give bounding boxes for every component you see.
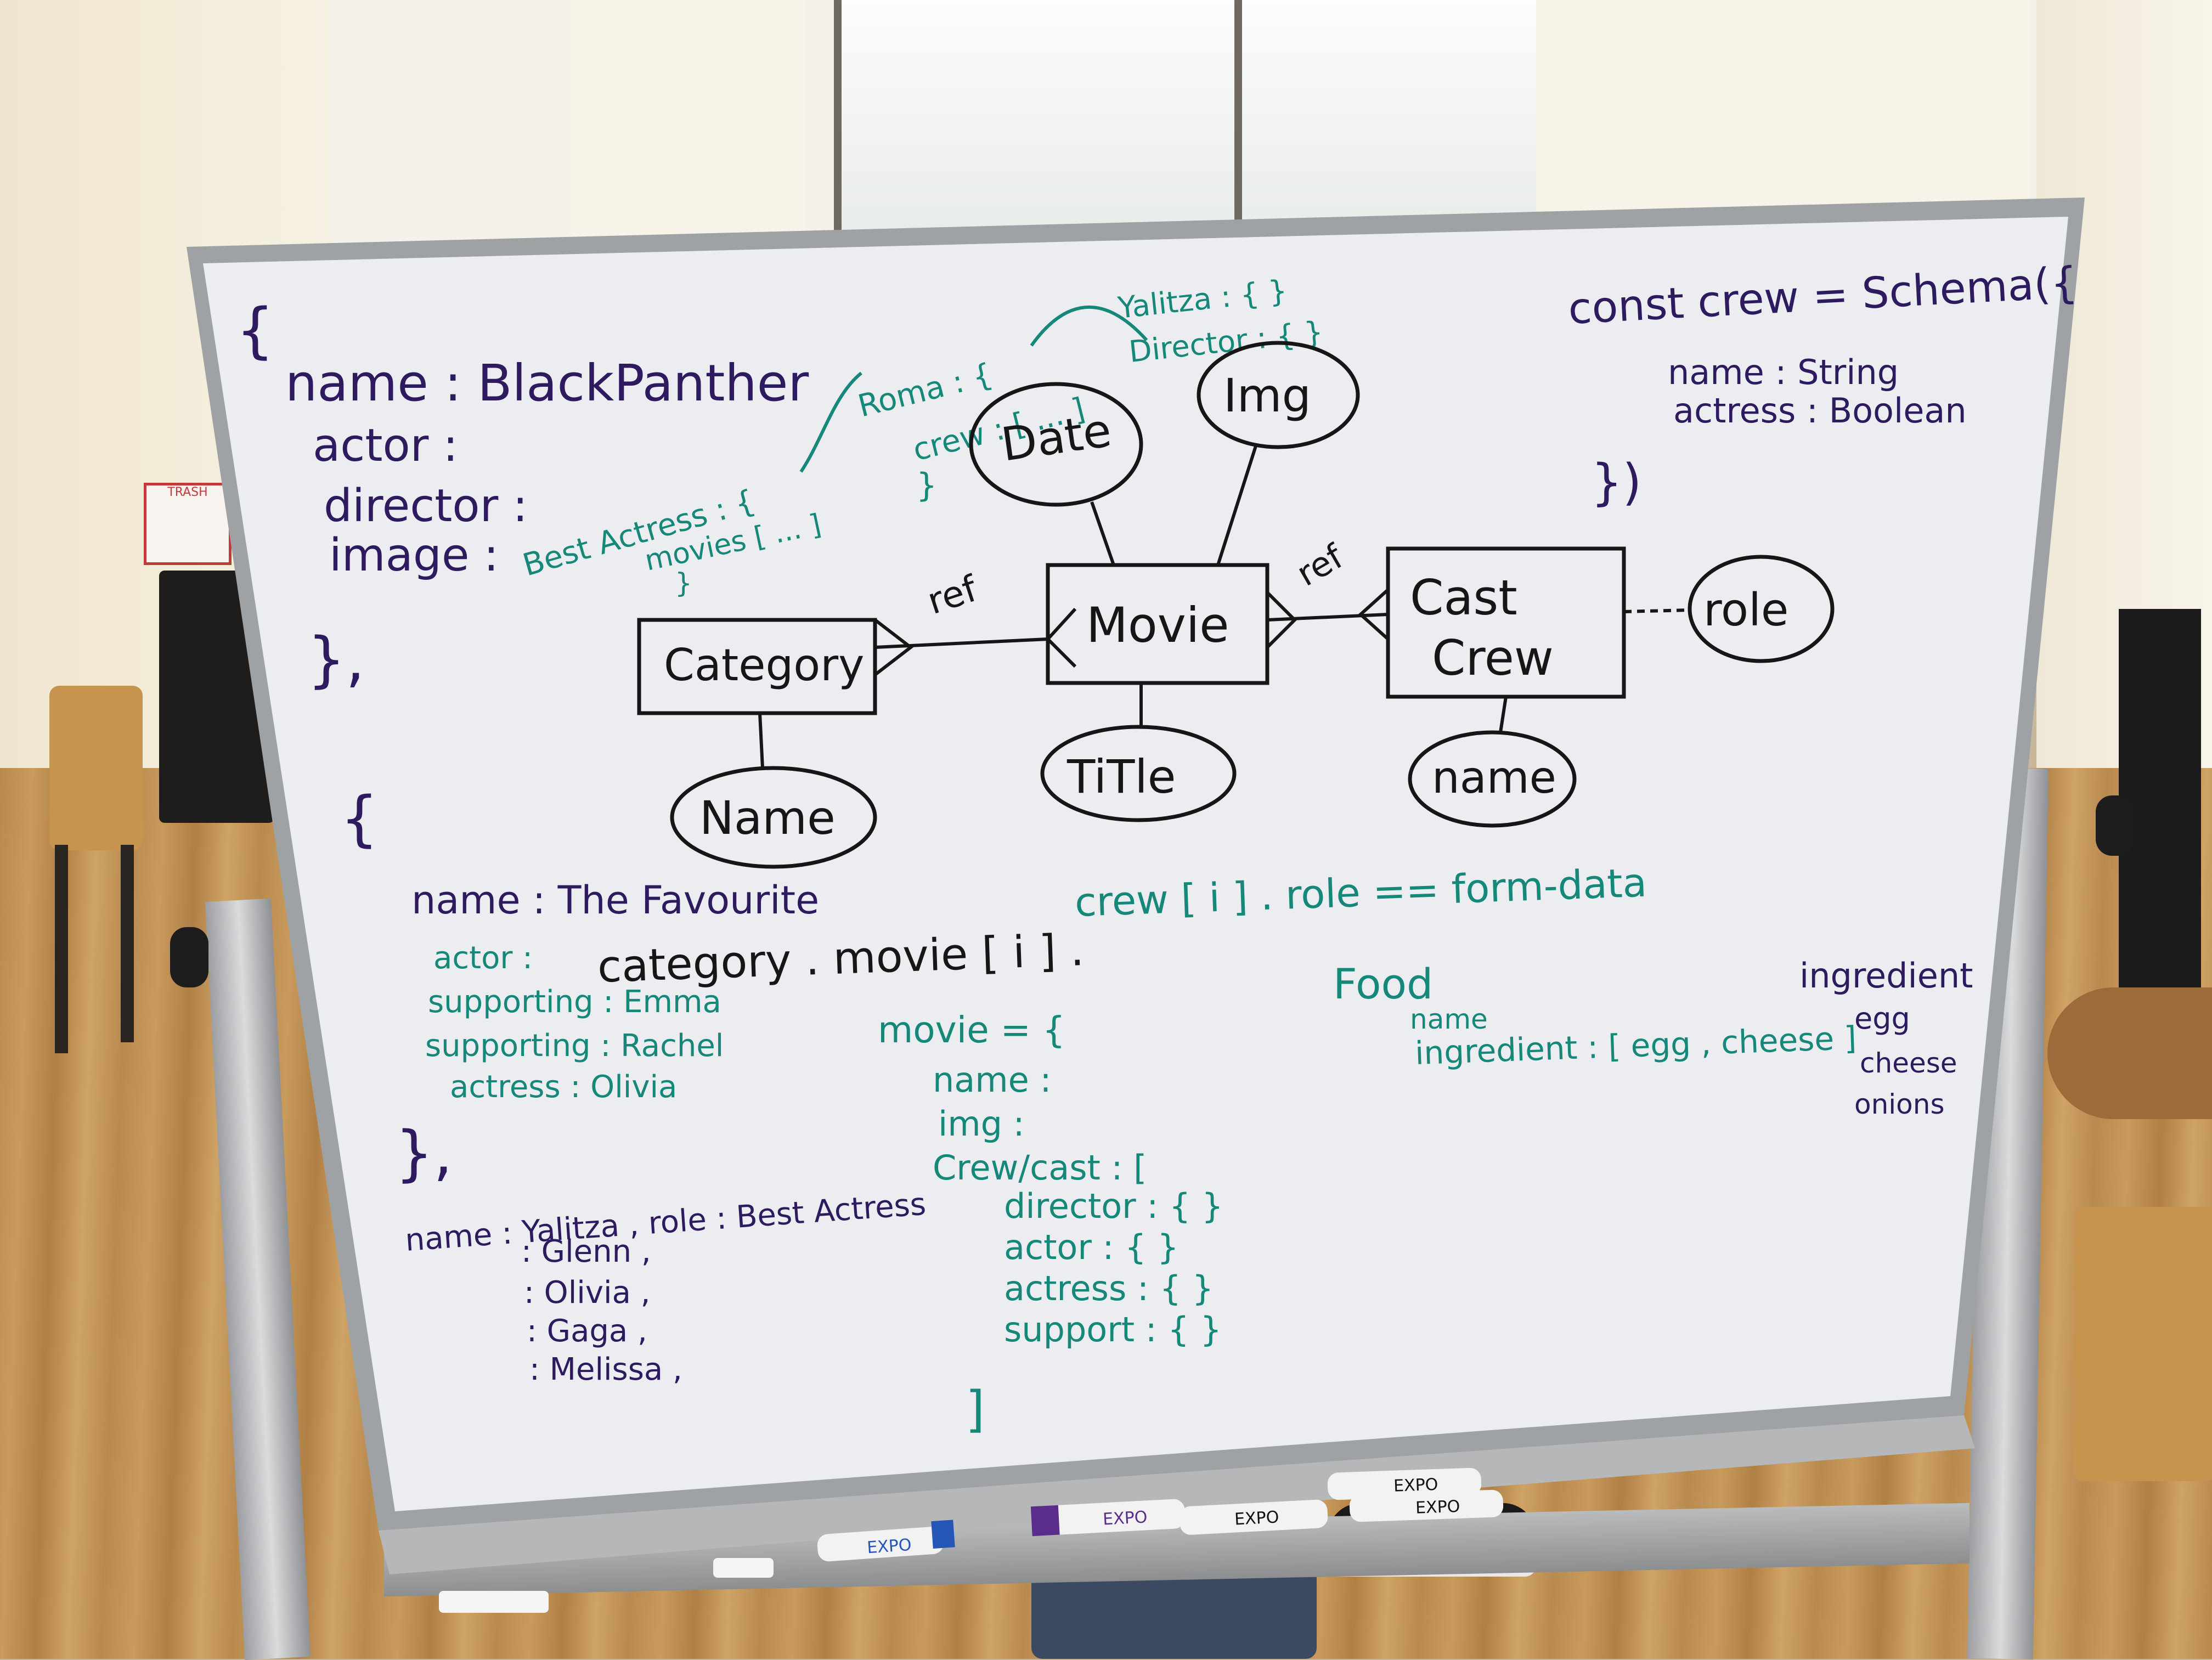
- arrow-roma: [799, 371, 862, 473]
- second-name: name : The Favourite: [411, 878, 819, 923]
- second-actress: actress : Olivia: [450, 1069, 677, 1105]
- attr-name-category: [670, 766, 877, 869]
- movie-name: name :: [933, 1060, 1051, 1100]
- movie-support: support : { }: [1004, 1309, 1222, 1350]
- marker-black: [1179, 1499, 1328, 1535]
- entity-category-label: Category: [664, 640, 864, 691]
- marker-label: EXPO: [866, 1535, 912, 1558]
- names-item: : Gaga ,: [527, 1313, 647, 1349]
- movie-actor: actor : { }: [1004, 1227, 1179, 1267]
- link-date: [1090, 501, 1115, 566]
- best-close: }: [675, 567, 692, 599]
- line-actor: actor :: [313, 420, 458, 472]
- ingredient-cheese: cheese: [1860, 1047, 1957, 1079]
- schema-line2: name : String: [1668, 352, 1899, 392]
- marker-tray: [379, 1415, 1975, 1574]
- chair-leg: [55, 845, 68, 1053]
- marker-purple: [1031, 1499, 1186, 1536]
- brace-close: },: [395, 1118, 453, 1188]
- crowfoot: [1266, 591, 1297, 649]
- names-item: : Olivia ,: [524, 1275, 650, 1311]
- attr-title: [1040, 725, 1237, 822]
- names-item: : Glenn ,: [521, 1234, 651, 1269]
- brace: {: [236, 295, 274, 365]
- chair-leg: [121, 845, 134, 1042]
- line-name: name : BlackPanther: [285, 354, 809, 413]
- attr-name-crew: [1408, 730, 1577, 828]
- ingredient-onions: onions: [1854, 1088, 1945, 1120]
- stand-knob-left: [170, 927, 208, 987]
- link-img: [1216, 444, 1258, 566]
- left-json-block: { name : BlackPanther actor : director :…: [236, 295, 809, 695]
- attr-role-label: role: [1703, 584, 1788, 636]
- arrow-yalitza: [1030, 305, 1148, 347]
- line-director: director :: [324, 480, 528, 532]
- movie-actress: actress : { }: [1004, 1268, 1214, 1308]
- marker-label: EXPO: [1234, 1507, 1279, 1529]
- marker-label: EXPO: [1102, 1507, 1148, 1529]
- attr-role: [1688, 555, 1835, 663]
- food-head: Food: [1333, 959, 1433, 1008]
- names-item: : Melissa ,: [529, 1352, 682, 1387]
- pillar: [571, 0, 806, 258]
- entity-category: [637, 618, 877, 715]
- attr-img-label: Img: [1223, 369, 1311, 422]
- marker-cap: [1030, 1505, 1060, 1537]
- crowfoot: [1358, 588, 1390, 641]
- trash-sign: TRASH: [144, 483, 232, 565]
- entity-crew-label: Crew: [1432, 630, 1554, 686]
- second-supporting-1: supporting : Emma: [428, 984, 721, 1020]
- roma-close: }: [916, 466, 937, 505]
- erd-diagram: Category Movie Cast Crew Date Img TiTle …: [637, 341, 1835, 869]
- stand-knob-right: [2096, 795, 2134, 856]
- ingredient-head: ingredient: [1799, 956, 1973, 996]
- window-right: [1234, 0, 1557, 236]
- chair-right: [2074, 1207, 2212, 1481]
- relation-category-movie: [874, 637, 1048, 649]
- relation-crew-role: [1623, 608, 1690, 613]
- markers: EXPO EXPO EXPO EXPO EXPO: [439, 1467, 1504, 1613]
- attr-title-label: TiTle: [1066, 750, 1176, 804]
- marker-label: EXPO: [1415, 1497, 1460, 1518]
- schema-close: }): [1591, 454, 1641, 511]
- second-json-block: { name : The Favourite actor : supportin…: [340, 783, 819, 1188]
- movie-head: movie = {: [878, 1009, 1065, 1051]
- crowfoot: [1045, 607, 1077, 668]
- attr-img: [1197, 341, 1360, 449]
- movie-crew: Crew/cast : [: [933, 1148, 1147, 1188]
- brace: {: [340, 783, 379, 854]
- marker-cap: [931, 1520, 955, 1549]
- chair-left: [49, 686, 143, 850]
- entity-movie-label: Movie: [1086, 597, 1229, 653]
- crowfoot: [874, 618, 913, 676]
- schema-line3: actress : Boolean: [1673, 391, 1967, 431]
- entity-movie: [1046, 563, 1269, 685]
- movie-img: img :: [938, 1104, 1025, 1144]
- eraser-chalk: [439, 1591, 549, 1613]
- attr-name-category-label: Name: [699, 791, 836, 845]
- marker-blue: [817, 1527, 944, 1562]
- entity-cast-label: Cast: [1410, 569, 1517, 626]
- movie-object: movie = { name : img : Crew/cast : [ dir…: [878, 1009, 1223, 1438]
- ingredient-egg: egg: [1854, 1001, 1910, 1036]
- line-image: image :: [329, 529, 499, 581]
- second-supporting-2: supporting : Rachel: [425, 1028, 724, 1064]
- marker-black: [1349, 1489, 1504, 1522]
- second-actor: actor :: [433, 940, 533, 976]
- link-name-crew: [1499, 696, 1508, 733]
- board-surface: [203, 217, 2068, 1511]
- brace-close: },: [307, 624, 365, 695]
- attr-name-crew-label: name: [1432, 752, 1556, 803]
- attr-date: [969, 382, 1143, 507]
- movie-director: director : { }: [1004, 1186, 1223, 1226]
- relation-movie-crew: [1267, 613, 1389, 622]
- movie-close: ]: [966, 1381, 985, 1438]
- food-name: name: [1410, 1003, 1488, 1035]
- link-name: [758, 713, 764, 769]
- ingredient-list: ingredient egg cheese onions: [1799, 956, 1973, 1120]
- round-table: [2047, 987, 2212, 1119]
- eraser-chalk: [713, 1558, 774, 1578]
